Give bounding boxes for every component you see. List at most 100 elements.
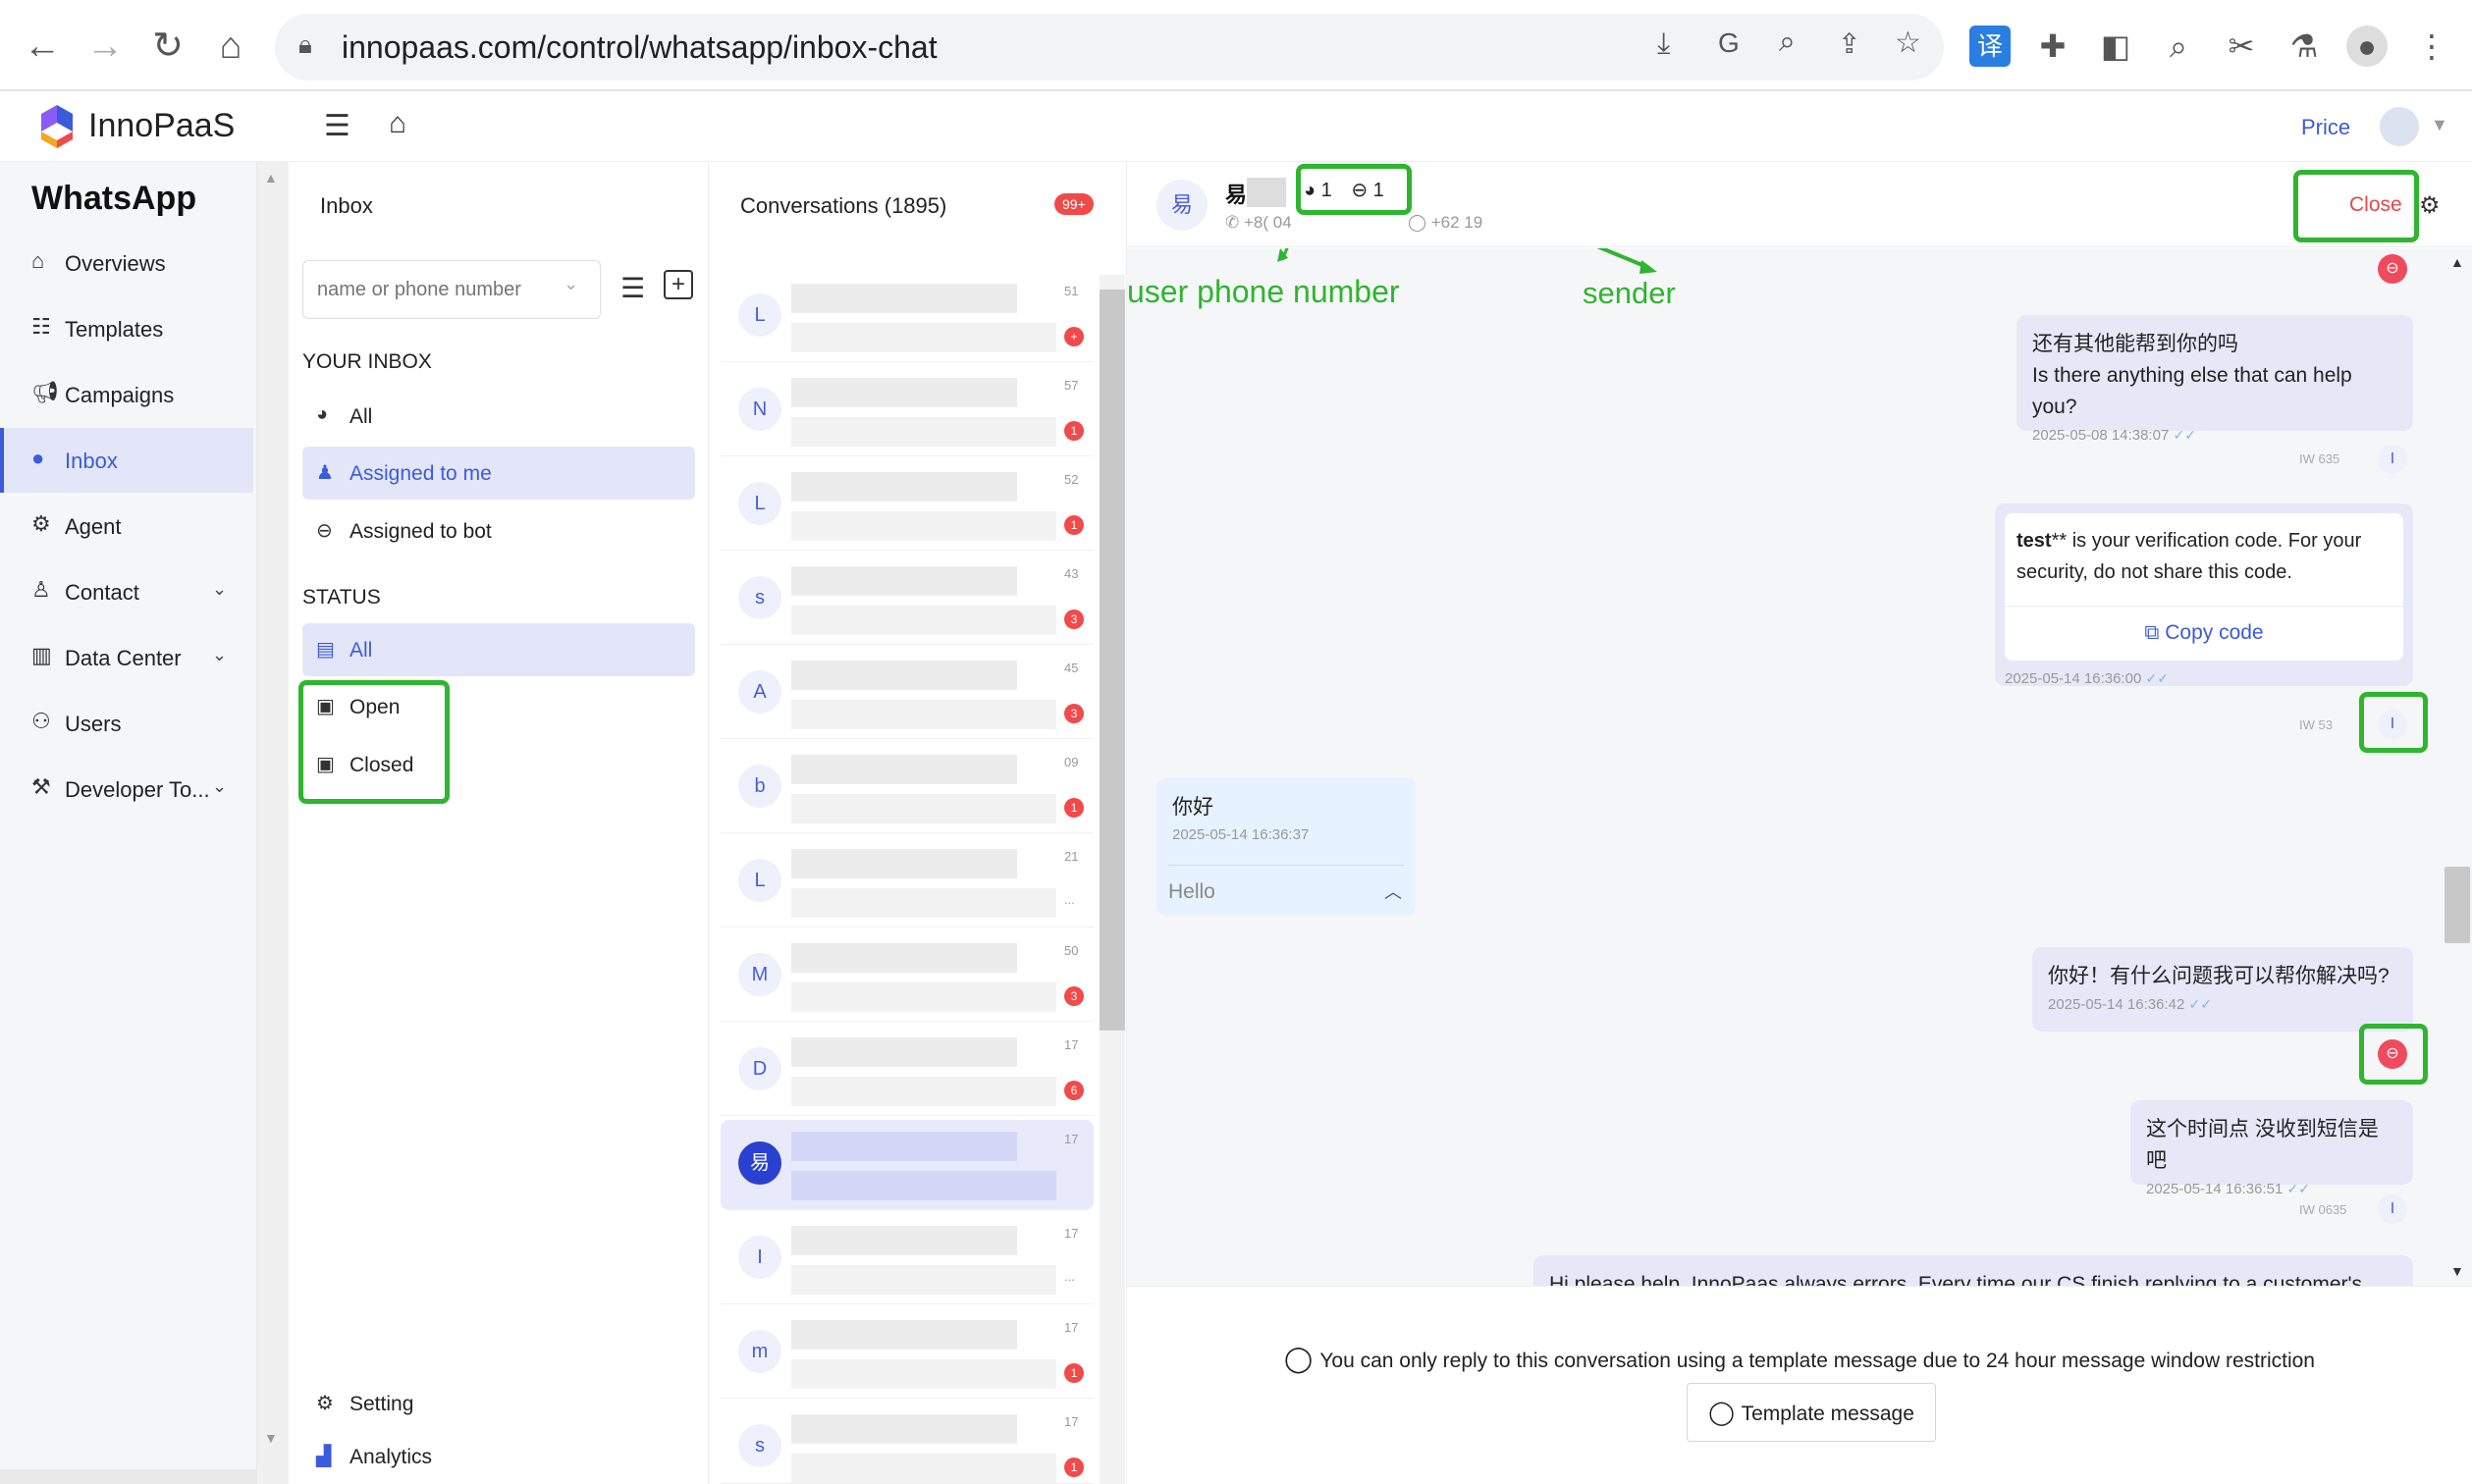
price-link[interactable]: Price [2301, 115, 2351, 139]
user-phone-number: ✆ +8( 04 [1225, 213, 1292, 232]
forward-icon[interactable]: → [86, 26, 124, 67]
sender-tag: IW 53 [2299, 717, 2333, 732]
unread-count: 3 [1064, 610, 1084, 629]
chat-scroll-thumb[interactable] [2445, 867, 2470, 943]
home-icon[interactable]: ⌂ [389, 107, 407, 139]
inbox-filter-assigned-to-me[interactable]: ♟ Assigned to me [302, 447, 695, 500]
inbox-filter-assigned-to-bot[interactable]: ⊖ Assigned to bot [316, 520, 492, 543]
chevron-down-icon[interactable]: ▼ [2431, 115, 2448, 134]
contact-avatar: m [738, 1330, 781, 1373]
conversation-row[interactable]: s 17 1 [721, 1403, 1094, 1484]
conversation-row[interactable]: N 57 1 [721, 366, 1094, 456]
sidebar-horizontal-scrollbar[interactable] [0, 1469, 257, 1484]
message-timestamp: 2025-05-14 16:36:37 [1172, 826, 1310, 843]
redacted-preview [791, 982, 1056, 1012]
translation-text: Hello [1168, 880, 1215, 903]
search-extension-icon[interactable]: ⌕ [2170, 28, 2187, 64]
gear-icon[interactable]: ⚙ [2419, 192, 2441, 219]
template-message-button[interactable]: ◯ Template message [1687, 1383, 1936, 1442]
reload-icon[interactable]: ↻ [152, 26, 184, 67]
redacted-name [791, 378, 1017, 407]
bookmark-star-icon[interactable]: ☆ [1895, 26, 1921, 59]
status-filter-open[interactable]: ▣ Open [316, 696, 401, 718]
search-input[interactable] [302, 260, 601, 319]
close-conversation-button[interactable]: Close [2349, 193, 2402, 216]
extensions-puzzle-icon[interactable]: ✚ [2039, 28, 2067, 64]
person-icon: ♙ [31, 577, 51, 602]
conversation-row[interactable]: L 51 + [721, 272, 1094, 362]
inbox-filter-all[interactable]: ◕ All [316, 403, 373, 428]
conversation-row[interactable]: s 43 3 [721, 555, 1094, 645]
conversations-scroll-thumb[interactable] [1100, 290, 1125, 1031]
inbox-panel: Inbox ⌄ ☰ + YOUR INBOX ◕ All ♟ Assigned … [289, 162, 709, 1484]
highlight-box-bot-icon [2359, 1024, 2428, 1085]
conversation-row[interactable]: b 09 1 [721, 743, 1094, 833]
your-inbox-heading: YOUR INBOX [302, 350, 432, 373]
conversation-time: 51 [1064, 284, 1079, 298]
zoom-icon[interactable]: ⌕ [1779, 26, 1796, 58]
copy-code-button[interactable]: ⧉ Copy code [2144, 621, 2264, 644]
lab-flask-icon[interactable]: ⚗ [2289, 28, 2319, 64]
conversation-row[interactable]: M 50 3 [721, 931, 1094, 1022]
redacted-name [791, 1037, 1017, 1067]
message-timestamp: 2025-05-14 16:36:00 ✓✓ [2005, 670, 2169, 687]
user-avatar[interactable] [2380, 107, 2419, 146]
install-icon[interactable]: ⤓ [1657, 27, 1671, 60]
redacted-preview [791, 1171, 1056, 1200]
home-icon[interactable]: ⌂ [219, 26, 242, 67]
sidebar-item-data-center[interactable]: ▥ Data Center ⌄ [31, 643, 228, 670]
chat-scrollbar[interactable]: ▲ ▼ [2443, 248, 2472, 1286]
sidebar-item-developer-tools[interactable]: ⚒ Developer To... ⌄ [31, 774, 228, 802]
browser-menu-icon[interactable]: ⋮ [2416, 28, 2447, 64]
conversation-row[interactable]: L 21 ... [721, 837, 1094, 928]
sidebar-scrollbar[interactable]: ▲ ▼ [257, 162, 289, 1484]
highlight-box-agent-avatar [2359, 692, 2428, 753]
setting-link[interactable]: ⚙ Setting [316, 1393, 414, 1415]
chevron-up-icon[interactable]: ︿ [1384, 882, 1402, 902]
closed-chat-icon: ▣ [316, 754, 335, 775]
status-heading: STATUS [302, 586, 381, 609]
annotation-arrow-sender [1596, 248, 1657, 274]
redacted-name [791, 849, 1017, 878]
sidebar-item-inbox[interactable]: ● Inbox [0, 428, 253, 493]
side-panel-icon[interactable]: ◧ [2100, 28, 2131, 64]
unread-count: ... [1064, 892, 1075, 907]
status-filter-closed[interactable]: ▣ Closed [316, 754, 414, 776]
address-bar[interactable]: 🔒︎ innopaas.com/control/whatsapp/inbox-c… [275, 14, 1944, 80]
conversation-row[interactable]: A 45 3 [721, 649, 1094, 739]
message-translation: Is there anything else that can help you… [2032, 364, 2352, 418]
message-bubble-outgoing: 还有其他能帮到你的吗 Is there anything else that c… [2016, 315, 2413, 444]
unread-count: ... [1064, 1269, 1075, 1284]
profile-avatar-icon[interactable]: ● [2346, 26, 2388, 67]
analytics-link[interactable]: ▟ Analytics [316, 1446, 433, 1468]
redacted-preview [791, 1454, 1056, 1483]
scissors-icon[interactable]: ✂ [2228, 28, 2255, 64]
add-conversation-icon[interactable]: + [664, 270, 693, 299]
sidebar-item-contact[interactable]: ♙ Contact ⌄ [31, 577, 228, 605]
translator-extension-icon[interactable]: 译 [1969, 26, 2011, 67]
innopaas-logo-icon [33, 103, 81, 150]
home-icon: ⌂ [31, 248, 45, 273]
sidebar-item-users[interactable]: ⚇ Users [31, 709, 122, 736]
status-filter-all[interactable]: ▤ All [302, 623, 695, 676]
conversation-row[interactable]: I 17 ... [721, 1214, 1094, 1304]
conversation-time: 57 [1064, 378, 1079, 393]
sidebar-item-overviews[interactable]: ⌂ Overviews [31, 248, 166, 276]
contact-name: 易 [1225, 183, 1248, 207]
filter-icon[interactable]: ☰ [620, 273, 646, 303]
conversation-row-selected[interactable]: 易 17 [721, 1120, 1094, 1210]
contact-avatar: L [738, 293, 781, 337]
conversation-time: 52 [1064, 472, 1079, 487]
conversation-row[interactable]: D 17 6 [721, 1026, 1094, 1116]
back-icon[interactable]: ← [24, 26, 61, 67]
collapse-menu-icon[interactable]: ☰ [324, 110, 350, 142]
sidebar-item-campaigns[interactable]: 📢︎ Campaigns [31, 380, 175, 407]
redacted-name [791, 472, 1017, 502]
translate-icon[interactable]: G [1718, 27, 1740, 58]
conversation-row[interactable]: m 17 1 [721, 1308, 1094, 1399]
redacted-preview [791, 1077, 1056, 1106]
conversation-row[interactable]: L 52 1 [721, 460, 1094, 551]
share-icon[interactable]: ⇪ [1838, 28, 1861, 59]
sidebar-item-templates[interactable]: ☷ Templates [31, 314, 164, 342]
sidebar-item-agent[interactable]: ⚙ Agent [31, 511, 122, 539]
